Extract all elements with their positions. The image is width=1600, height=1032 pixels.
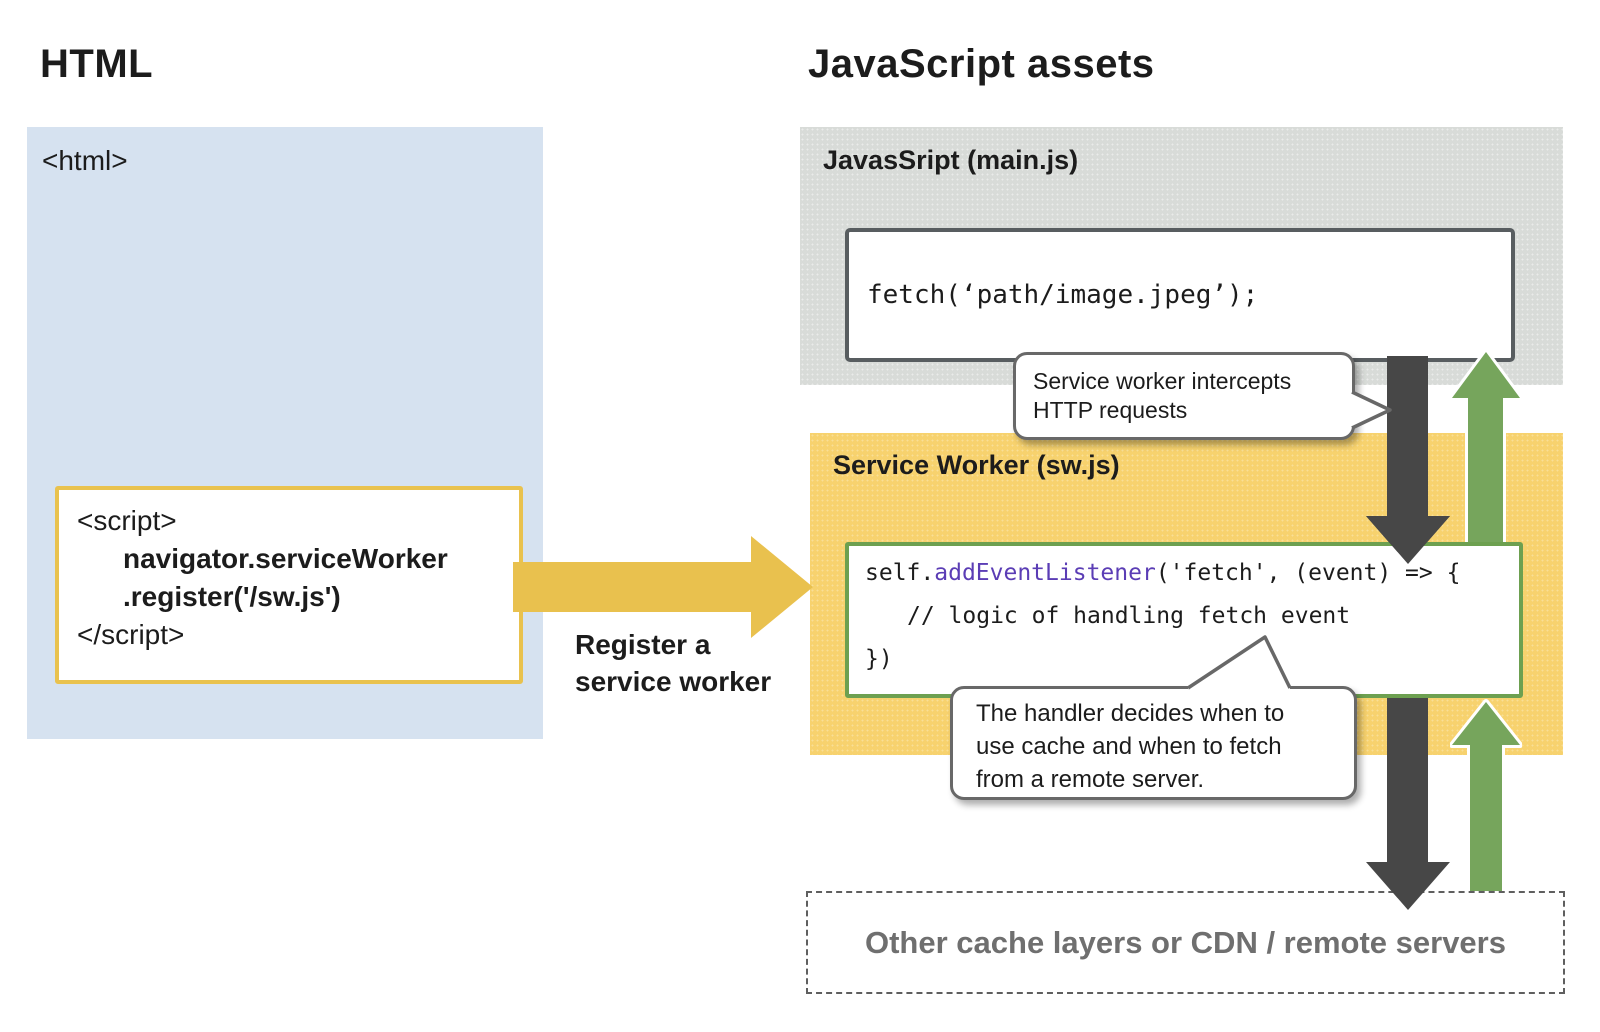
add-event-listener-token: addEventListener bbox=[934, 560, 1156, 586]
fetch-code-box: fetch(‘path/image.jpeg’); bbox=[845, 228, 1515, 362]
handler-bubble-pointer-icon bbox=[1187, 635, 1292, 694]
sw-code-line1: self.addEventListener('fetch', (event) =… bbox=[865, 560, 1461, 586]
intercept-bubble: Service worker intercepts HTTP requests bbox=[1013, 352, 1355, 440]
remote-down-arrow-icon bbox=[1366, 695, 1450, 910]
service-worker-panel-title: Service Worker (sw.js) bbox=[833, 450, 1120, 480]
right-heading: JavaScript assets bbox=[808, 42, 1155, 86]
left-heading: HTML bbox=[40, 42, 154, 86]
register-arrow-label: Register a service worker bbox=[575, 629, 772, 697]
sw-code-line3: }) bbox=[865, 646, 893, 672]
script-code-line1: navigator.serviceWorker bbox=[123, 543, 448, 574]
handler-bubble-text: The handler decides when to use cache an… bbox=[976, 700, 1285, 793]
mainjs-panel-title: JavasSript (main.js) bbox=[823, 145, 1079, 175]
request-down-arrow-tip-icon bbox=[1366, 508, 1450, 564]
intercept-bubble-text: Service worker intercepts HTTP requests bbox=[1033, 368, 1292, 423]
script-close-tag: </script> bbox=[77, 619, 185, 650]
script-code-line2: .register('/sw.js') bbox=[123, 581, 341, 612]
response-up-arrow-icon bbox=[1450, 349, 1522, 546]
script-open-tag: <script> bbox=[77, 505, 177, 536]
intercept-bubble-pointer-icon bbox=[1338, 390, 1392, 430]
html-tag-label: <html> bbox=[42, 145, 128, 176]
sw-code-box: self.addEventListener('fetch', (event) =… bbox=[845, 542, 1523, 698]
cache-cdn-box: Other cache layers or CDN / remote serve… bbox=[806, 891, 1565, 994]
register-arrow-icon bbox=[513, 536, 813, 638]
register-script-box: <script> navigator.serviceWorker .regist… bbox=[55, 486, 523, 684]
remote-up-arrow-icon bbox=[1450, 699, 1522, 891]
cache-cdn-label: Other cache layers or CDN / remote serve… bbox=[865, 924, 1506, 960]
fetch-code: fetch(‘path/image.jpeg’); bbox=[867, 280, 1259, 310]
handler-bubble: The handler decides when to use cache an… bbox=[950, 686, 1357, 800]
sw-code-line2: // logic of handling fetch event bbox=[907, 603, 1351, 629]
